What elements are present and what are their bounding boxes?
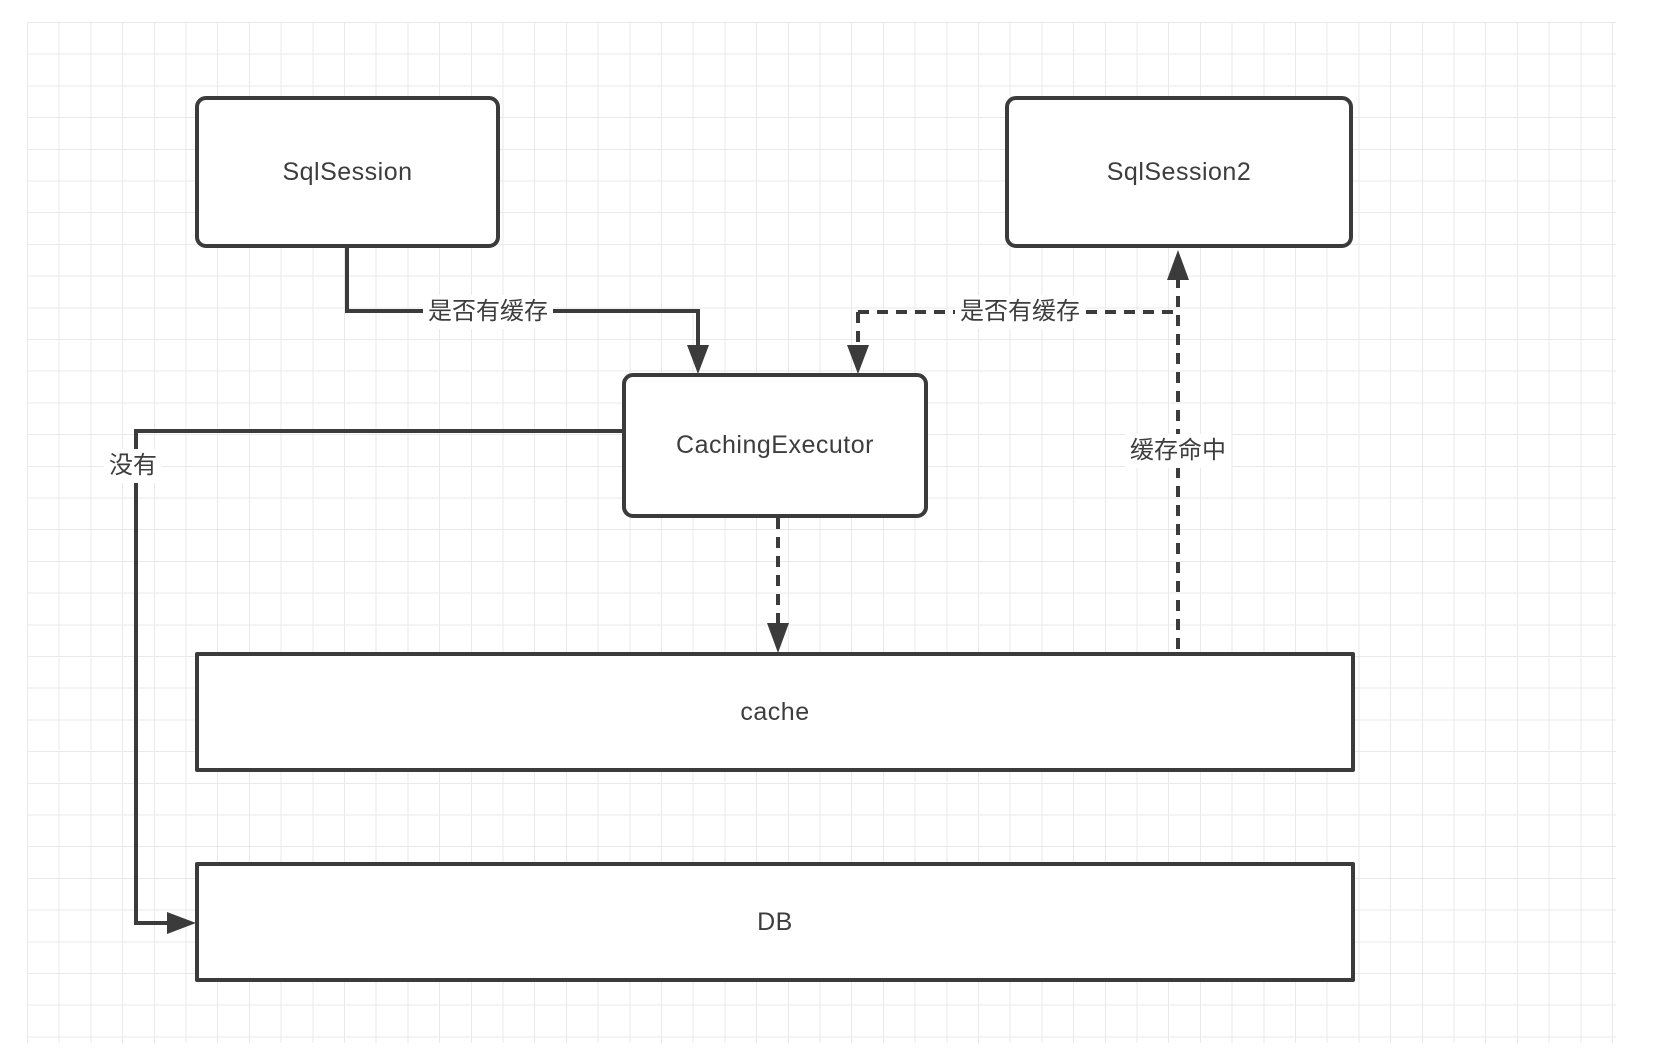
- node-caching-executor: CachingExecutor: [622, 373, 928, 518]
- node-sqlsession-label: SqlSession: [282, 157, 413, 186]
- node-cache-label: cache: [740, 697, 810, 726]
- node-sqlsession2-label: SqlSession2: [1106, 157, 1252, 186]
- edge-label-no-cache: 没有: [104, 449, 162, 483]
- node-cache: cache: [195, 652, 1355, 772]
- node-sqlsession2: SqlSession2: [1005, 96, 1353, 248]
- arrowhead-down-cache: [767, 623, 789, 653]
- arrowhead-right-db: [167, 912, 196, 934]
- arrowhead-down-cachingexecutor-left: [687, 345, 709, 374]
- node-sqlsession: SqlSession: [195, 96, 500, 248]
- node-db-label: DB: [757, 907, 793, 936]
- arrowhead-down-cachingexecutor-right: [847, 345, 869, 374]
- node-caching-executor-label: CachingExecutor: [676, 431, 874, 459]
- edge-label-check-cache-solid: 是否有缓存: [423, 295, 553, 329]
- node-db: DB: [195, 862, 1355, 982]
- arrowhead-up-sqlsession2: [1167, 250, 1189, 280]
- edge-cachingexecutor-to-db: [134, 429, 622, 925]
- edge-label-cache-hit: 缓存命中: [1125, 434, 1231, 468]
- edge-label-check-cache-dashed: 是否有缓存: [955, 295, 1085, 329]
